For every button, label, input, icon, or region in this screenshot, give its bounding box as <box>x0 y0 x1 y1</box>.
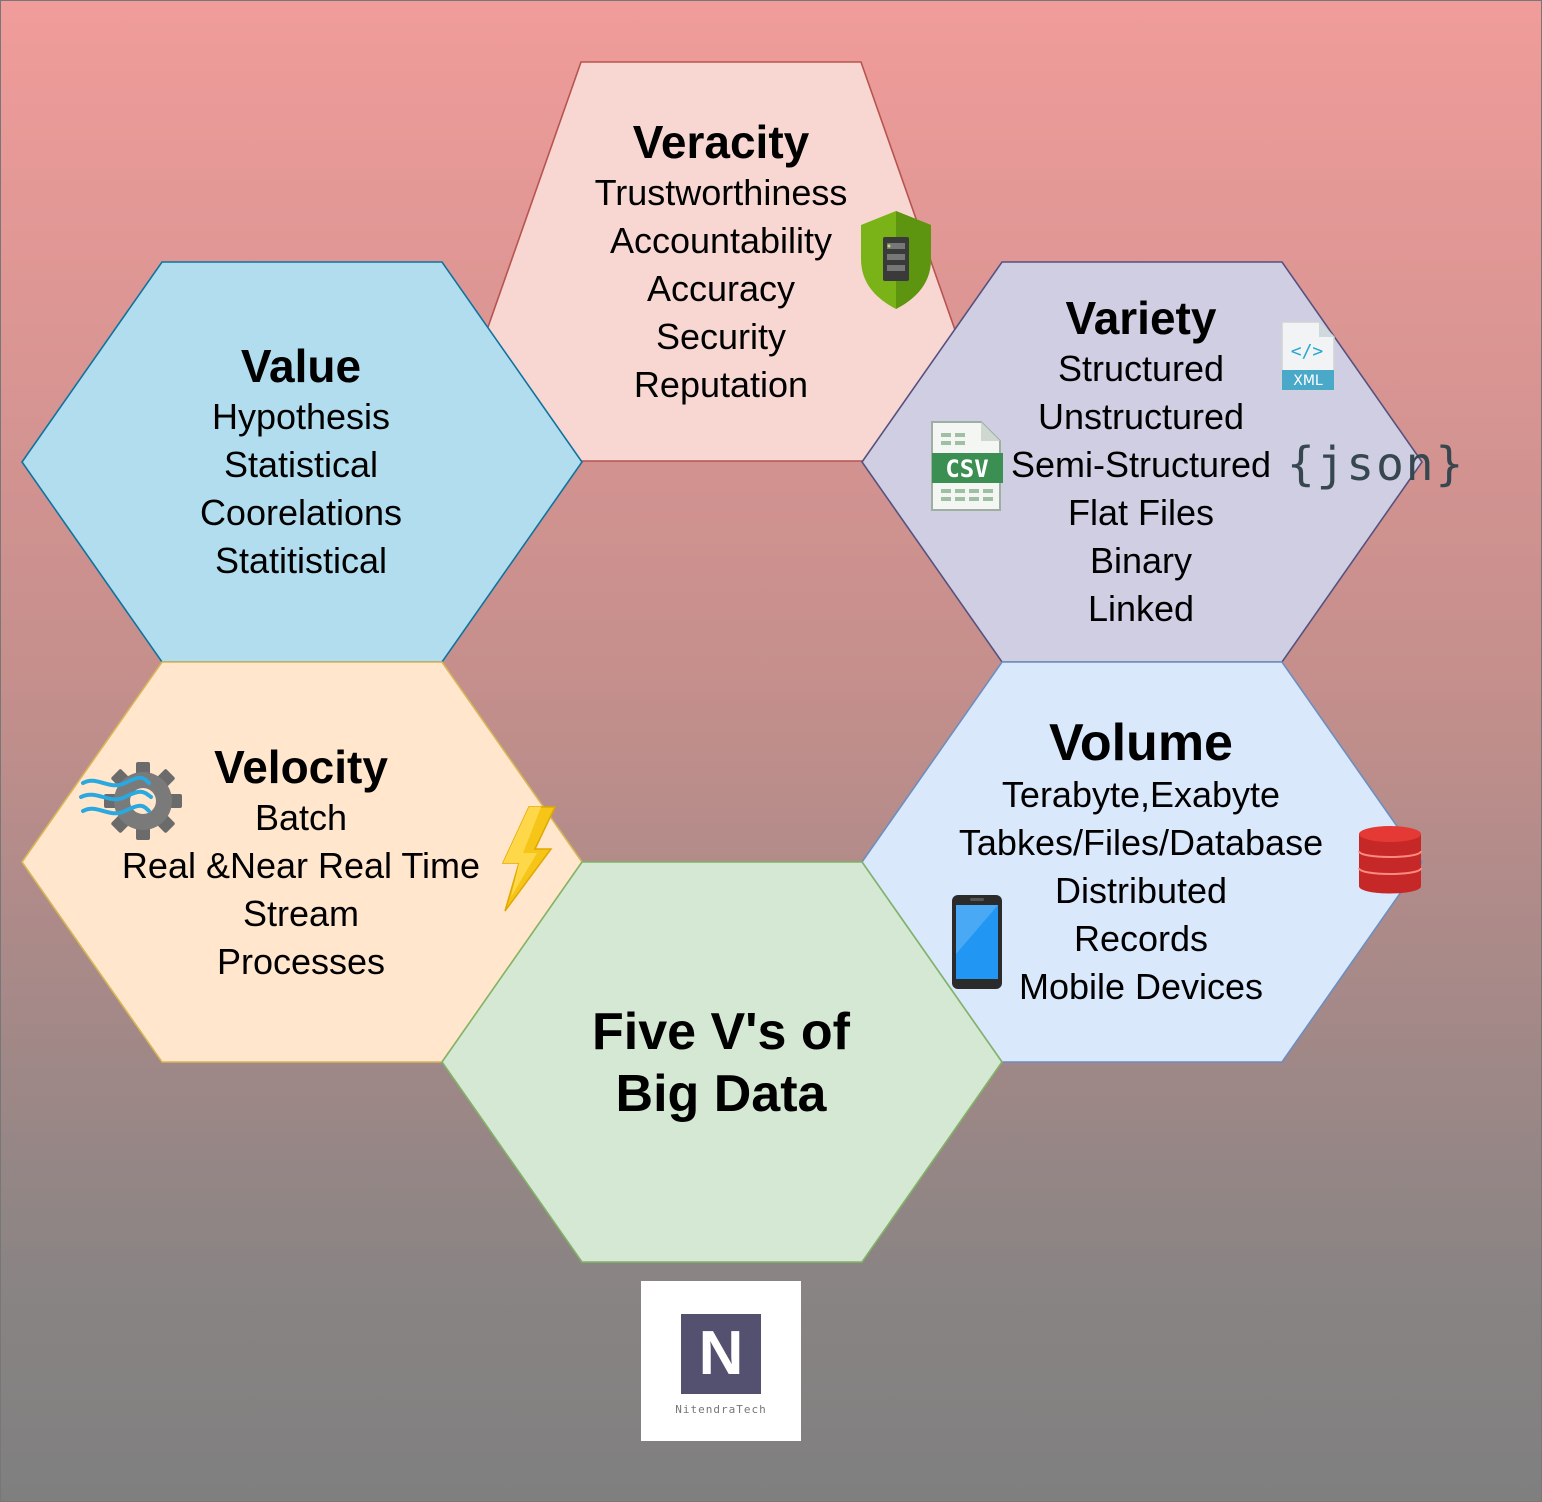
value-item: Hypothesis <box>211 396 391 437</box>
mobile-phone-icon <box>952 895 1002 989</box>
volume-item: Terabyte,Exabyte <box>1001 774 1281 815</box>
variety-item: Unstructured <box>1037 396 1245 437</box>
veracity-item: Trustworthiness <box>594 172 848 213</box>
center-title-line: Five V's of <box>592 1003 850 1061</box>
veracity-item: Reputation <box>633 364 809 405</box>
value-item: Statitistical <box>214 540 388 581</box>
volume-title: Volume <box>1049 714 1233 772</box>
variety-item: Structured <box>1057 348 1225 389</box>
veracity-text: Veracity Trustworthiness Accountability … <box>521 115 921 409</box>
xml-label: XML <box>1293 373 1323 389</box>
variety-item: Binary <box>1089 540 1193 581</box>
velocity-item: Processes <box>216 941 386 982</box>
csv-file-icon: CSV <box>931 421 1003 511</box>
hexagon-center <box>441 861 1003 1263</box>
variety-title: Variety <box>1065 292 1217 344</box>
veracity-item: Accuracy <box>646 268 796 309</box>
velocity-item: Batch <box>254 797 348 838</box>
svg-text:</>: </> <box>1291 341 1324 362</box>
variety-text: Variety Structured Unstructured Semi-Str… <box>941 291 1341 633</box>
velocity-item: Stream <box>242 893 360 934</box>
database-icon <box>1358 826 1422 894</box>
volume-text: Volume Terabyte,Exabyte Tabkes/Files/Dat… <box>921 715 1361 1011</box>
volume-item: Records <box>1073 918 1209 959</box>
veracity-title: Veracity <box>632 116 810 168</box>
volume-item: Tabkes/Files/Database <box>958 822 1324 863</box>
volume-item: Mobile Devices <box>1018 966 1264 1007</box>
gear-wind-icon <box>79 762 182 840</box>
veracity-item: Accountability <box>609 220 833 261</box>
value-text: Value Hypothesis Statistical Coorelation… <box>101 339 501 585</box>
velocity-title: Velocity <box>214 741 388 793</box>
velocity-item: Real &Near Real Time <box>121 845 481 886</box>
variety-item: Linked <box>1087 588 1195 629</box>
shield-server-icon <box>861 211 931 309</box>
velocity-text: Velocity Batch Real &Near Real Time Stre… <box>81 740 521 986</box>
json-logo-icon: {json} <box>1287 437 1466 491</box>
logo-name: NitendraTech <box>675 1403 767 1416</box>
xml-file-icon: </> XML <box>1281 321 1335 391</box>
center-title: Five V's of Big Data <box>521 1001 921 1125</box>
value-item: Statistical <box>223 444 379 485</box>
variety-item: Semi-Structured <box>1010 444 1272 485</box>
center-title-line: Big Data <box>615 1065 827 1123</box>
value-title: Value <box>240 340 362 392</box>
variety-item: Flat Files <box>1067 492 1215 533</box>
csv-label: CSV <box>945 455 988 483</box>
volume-item: Distributed <box>1054 870 1228 911</box>
nitendratech-logo: N NitendraTech <box>641 1281 801 1441</box>
logo-letter: N <box>681 1314 761 1394</box>
lightning-bolt-icon <box>501 806 557 912</box>
veracity-item: Security <box>655 316 787 357</box>
value-item: Coorelations <box>199 492 403 533</box>
